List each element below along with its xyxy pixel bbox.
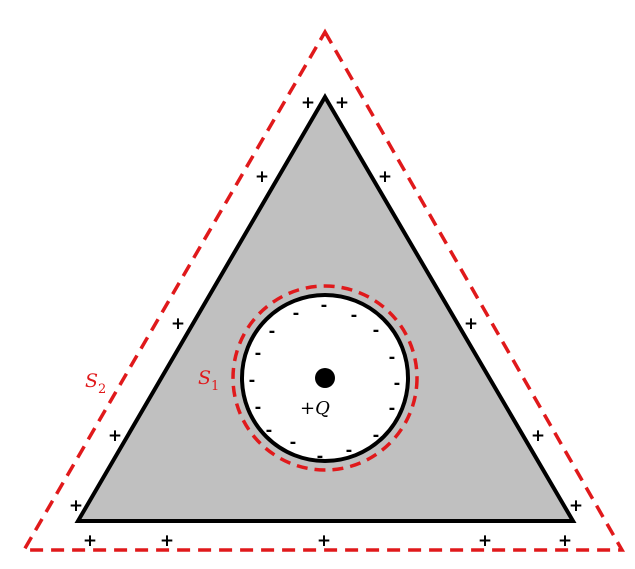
s1-label: S1	[198, 367, 219, 394]
minus-charge-sign: -	[321, 296, 328, 315]
plus-charge-sign: +	[108, 426, 122, 446]
minus-charge-sign: -	[373, 321, 380, 340]
charge-label-sign: +	[300, 398, 315, 419]
minus-charge-sign: -	[317, 447, 324, 466]
minus-charge-sign: -	[389, 348, 396, 367]
plus-charge-sign: +	[160, 531, 174, 551]
charge-label-symbol: Q	[315, 398, 330, 419]
plus-charge-sign: +	[69, 496, 83, 516]
plus-charge-sign: +	[569, 496, 583, 516]
charge-label: +Q	[300, 398, 330, 419]
plus-charge-sign: +	[255, 167, 269, 187]
s2-label-letter: S	[85, 370, 98, 392]
minus-charge-sign: -	[389, 399, 396, 418]
minus-charge-sign: -	[394, 374, 401, 393]
plus-charge-sign: +	[317, 531, 331, 551]
point-charge-dot	[315, 368, 335, 388]
gaussian-surface-s1	[231, 284, 419, 472]
s1-label-letter: S	[198, 367, 211, 389]
minus-charge-sign: -	[255, 398, 262, 417]
outer-surface-charges: +++++++++++++++	[69, 93, 583, 551]
cavity-surface-charges: ----------------	[249, 296, 401, 466]
gaussian-surface-s2	[20, 28, 626, 552]
minus-charge-sign: -	[351, 306, 358, 325]
plus-charge-sign: +	[378, 167, 392, 187]
minus-charge-sign: -	[249, 371, 256, 390]
minus-charge-sign: -	[290, 433, 297, 452]
s1-label-subscript: 1	[211, 379, 219, 394]
minus-charge-sign: -	[373, 426, 380, 445]
plus-charge-sign: +	[335, 93, 349, 113]
plus-charge-sign: +	[558, 531, 572, 551]
s2-label: S2	[85, 370, 106, 397]
plus-charge-sign: +	[171, 314, 185, 334]
minus-charge-sign: -	[269, 322, 276, 341]
minus-charge-sign: -	[255, 344, 262, 363]
minus-charge-sign: -	[293, 304, 300, 323]
plus-charge-sign: +	[464, 314, 478, 334]
plus-charge-sign: +	[478, 531, 492, 551]
minus-charge-sign: -	[266, 421, 273, 440]
s2-label-subscript: 2	[98, 382, 106, 397]
minus-charge-sign: -	[346, 441, 353, 460]
plus-charge-sign: +	[301, 93, 315, 113]
plus-charge-sign: +	[83, 531, 97, 551]
plus-charge-sign: +	[531, 426, 545, 446]
